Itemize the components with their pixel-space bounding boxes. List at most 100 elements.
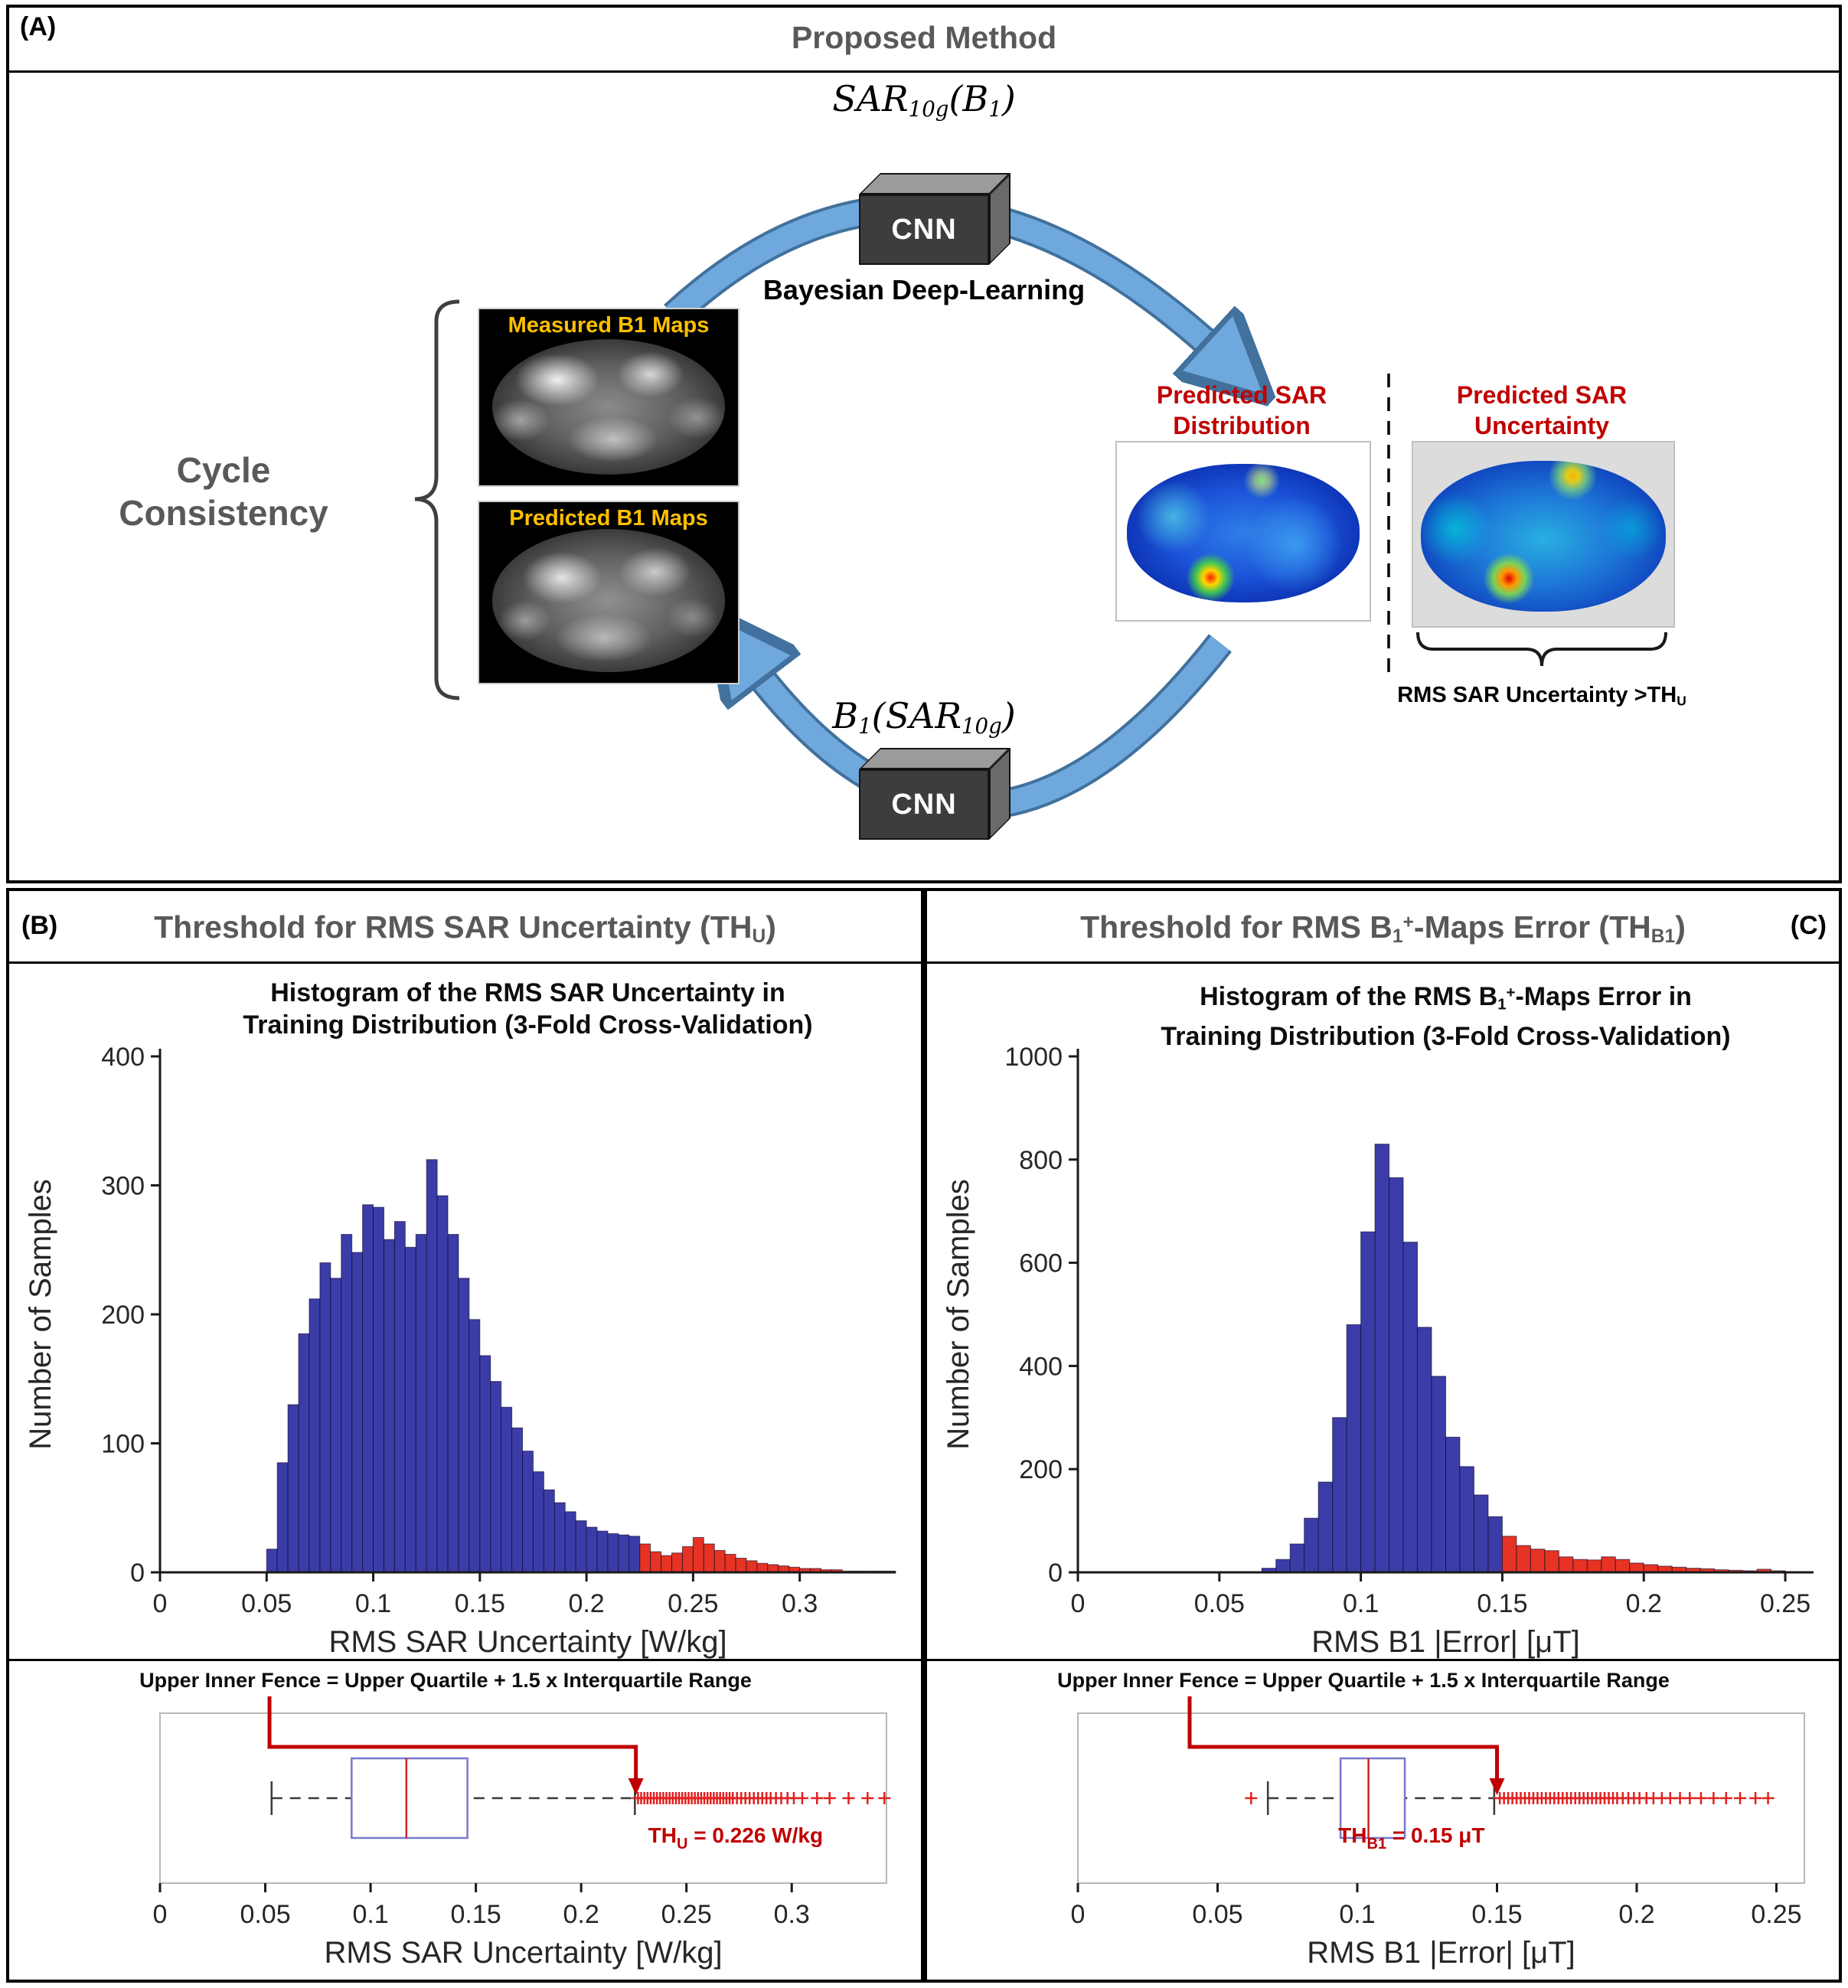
panel-a-title: Proposed Method xyxy=(791,20,1057,55)
b1-of-sar-formula: B1(SAR10g) xyxy=(9,695,1839,739)
svg-text:Number of Samples: Number of Samples xyxy=(24,1179,57,1449)
upper-inner-fence-annotation: Upper Inner Fence = Upper Quartile + 1.5… xyxy=(1057,1669,1670,1692)
formula-sub: 1 xyxy=(858,713,872,739)
title-pre: Threshold for RMS SAR Uncertainty (TH xyxy=(154,909,753,945)
svg-text:0.1: 0.1 xyxy=(1339,1900,1375,1929)
predicted-b1-maps-image: Predicted B1 Maps xyxy=(478,501,740,684)
formula-base: B xyxy=(832,695,859,736)
svg-text:0.2: 0.2 xyxy=(568,1589,604,1618)
formula-sub2: 1 xyxy=(988,96,1002,122)
panel-b-title: Threshold for RMS SAR Uncertainty (THU) xyxy=(9,909,921,948)
svg-text:0.25: 0.25 xyxy=(1751,1900,1801,1929)
svg-text:200: 200 xyxy=(101,1301,145,1330)
panel-c-header: (C) Threshold for RMS B1+-Maps Error (TH… xyxy=(927,891,1839,964)
measured-b1-maps-image: Measured B1 Maps xyxy=(478,308,740,487)
svg-text:0.25: 0.25 xyxy=(1760,1589,1810,1618)
hist-title-line1: Histogram of the RMS SAR Uncertainty in xyxy=(270,978,785,1007)
svg-text:RMS B1 |Error| [μT]: RMS B1 |Error| [μT] xyxy=(1311,1625,1580,1659)
svg-text:0: 0 xyxy=(130,1559,145,1588)
panel-proposed-method: (A) Proposed Method SAR10g(B1) CNN Bayes… xyxy=(6,5,1842,883)
cnn-inverse-cube: CNN xyxy=(859,748,1011,840)
sar-histogram-title: Histogram of the RMS SAR Uncertainty in … xyxy=(160,977,896,1041)
svg-text:RMS SAR Uncertainty [W/kg]: RMS SAR Uncertainty [W/kg] xyxy=(324,1936,722,1970)
svg-text:0.2: 0.2 xyxy=(1618,1900,1654,1929)
cycle-consistency-label: Cycle Consistency xyxy=(55,449,392,534)
svg-text:THU = 0.226 W/kg: THU = 0.226 W/kg xyxy=(648,1823,823,1853)
bayesian-deep-learning-label: Bayesian Deep-Learning xyxy=(762,274,1086,305)
panel-a-header: (A) Proposed Method xyxy=(9,8,1839,73)
svg-text:0.25: 0.25 xyxy=(668,1589,718,1618)
cycle-consistency-brace xyxy=(414,299,460,700)
title-sub2: B1 xyxy=(1650,926,1676,948)
sar-distribution-heatmap xyxy=(1127,463,1360,602)
sar-of-b1-formula: SAR10g(B1) xyxy=(9,78,1839,122)
svg-text:Number of Samples: Number of Samples xyxy=(942,1179,975,1449)
svg-text:0.05: 0.05 xyxy=(241,1589,292,1618)
cnn-forward-cube: CNN xyxy=(859,173,1011,265)
hist-title-line2: Training Distribution (3-Fold Cross-Vali… xyxy=(243,1010,813,1040)
svg-text:0.1: 0.1 xyxy=(352,1900,388,1929)
title-sub1: 1 xyxy=(1392,926,1403,948)
sar-uncertainty-histogram: Histogram of the RMS SAR Uncertainty in … xyxy=(11,966,919,1659)
svg-text:0.15: 0.15 xyxy=(455,1589,505,1618)
hist-title-line2: Training Distribution (3-Fold Cross-Vali… xyxy=(1161,1022,1731,1052)
svg-text:400: 400 xyxy=(101,1043,145,1072)
title-post: ) xyxy=(1675,909,1686,945)
panel-c-title: Threshold for RMS B1+-Maps Error (THB1) xyxy=(927,909,1839,948)
svg-text:0.1: 0.1 xyxy=(355,1589,391,1618)
svg-text:0.2: 0.2 xyxy=(1626,1589,1662,1618)
formula-base: SAR xyxy=(832,78,909,119)
svg-text:600: 600 xyxy=(1019,1249,1063,1278)
svg-text:0.15: 0.15 xyxy=(1477,1589,1527,1618)
predicted-sar-distribution-image xyxy=(1115,441,1371,622)
svg-text:RMS SAR Uncertainty [W/kg]: RMS SAR Uncertainty [W/kg] xyxy=(328,1625,726,1659)
cube-top-face xyxy=(859,748,1011,769)
formula-close: ) xyxy=(1001,695,1016,736)
rms-sar-uncertainty-caption: RMS SAR Uncertainty >THU xyxy=(1379,683,1704,709)
svg-text:0.3: 0.3 xyxy=(774,1900,810,1929)
formula-open: (SAR xyxy=(871,695,962,736)
svg-text:0.2: 0.2 xyxy=(563,1900,599,1929)
caption-sub: U xyxy=(1677,693,1686,709)
hist-title-post: -Maps Error in xyxy=(1515,982,1692,1012)
svg-text:RMS B1 |Error| [μT]: RMS B1 |Error| [μT] xyxy=(1307,1936,1575,1970)
svg-text:100: 100 xyxy=(101,1430,145,1459)
svg-text:0.05: 0.05 xyxy=(240,1900,290,1929)
svg-text:0: 0 xyxy=(1071,1589,1086,1618)
b1-error-histogram: Histogram of the RMS B1+-Maps Error in T… xyxy=(929,966,1837,1659)
panel-b-header: (B) Threshold for RMS SAR Uncertainty (T… xyxy=(9,891,921,964)
predicted-sar-uncertainty-title: Predicted SAR Uncertainty xyxy=(1412,380,1672,441)
cycle-line1: Cycle xyxy=(176,450,271,490)
panel-threshold-b1-error: (C) Threshold for RMS B1+-Maps Error (TH… xyxy=(924,888,1842,1983)
sar-uncertainty-heatmap xyxy=(1421,461,1666,612)
uncertainty-underbrace xyxy=(1416,632,1667,667)
sar-uncertainty-boxplot: Upper Inner Fence = Upper Quartile + 1.5… xyxy=(9,1659,921,1981)
hist-title-pre: Histogram of the RMS B xyxy=(1200,982,1498,1012)
sar-unc-title-line2: Uncertainty xyxy=(1474,412,1610,439)
svg-text:0.25: 0.25 xyxy=(661,1900,712,1929)
svg-text:0: 0 xyxy=(1048,1559,1063,1588)
cnn-forward-label: CNN xyxy=(859,194,989,265)
panel-threshold-sar-uncertainty: (B) Threshold for RMS SAR Uncertainty (T… xyxy=(6,888,924,1983)
formula-sub: 10g xyxy=(908,96,949,122)
svg-text:300: 300 xyxy=(101,1172,145,1201)
svg-text:0.15: 0.15 xyxy=(1471,1900,1522,1929)
title-sup: + xyxy=(1402,912,1414,933)
svg-text:0.3: 0.3 xyxy=(782,1589,818,1618)
cycle-line2: Consistency xyxy=(119,493,328,533)
sar-unc-title-line1: Predicted SAR xyxy=(1456,381,1628,409)
measured-b1-blob xyxy=(491,339,726,475)
formula-close: ) xyxy=(1001,78,1016,119)
predicted-b1-maps-title: Predicted B1 Maps xyxy=(509,506,708,530)
hist-title-sub: 1 xyxy=(1497,996,1507,1014)
b1-histogram-title: Histogram of the RMS B1+-Maps Error in T… xyxy=(1078,977,1814,1053)
svg-text:1000: 1000 xyxy=(1004,1043,1063,1072)
title-post: ) xyxy=(766,909,776,945)
sar-dist-title-line2: Distribution xyxy=(1173,412,1311,439)
title-mid: -Maps Error (TH xyxy=(1413,909,1651,945)
upper-inner-fence-annotation: Upper Inner Fence = Upper Quartile + 1.5… xyxy=(139,1669,752,1692)
hist-title-line1: Histogram of the RMS B1+-Maps Error in xyxy=(1078,977,1814,1020)
